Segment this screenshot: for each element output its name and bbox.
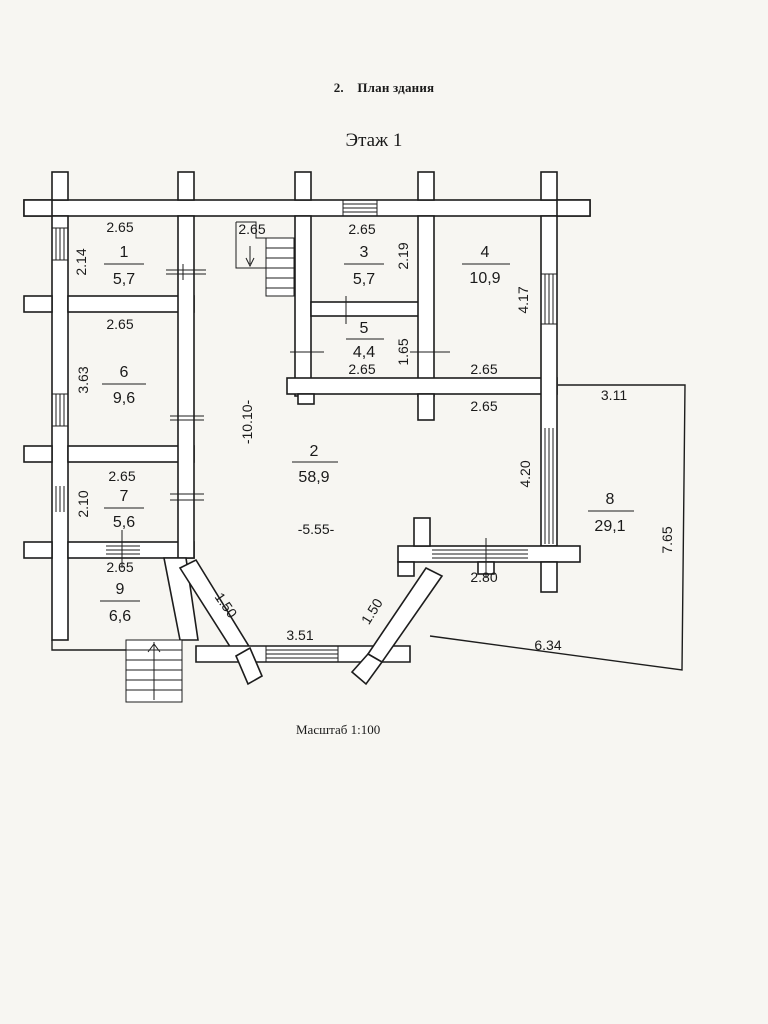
windows	[52, 200, 557, 662]
section-heading: 2. План здания	[0, 80, 768, 96]
stairs-interior	[235, 221, 295, 297]
room-7-number: 7	[120, 488, 129, 505]
room-8-label: 8 29,1	[588, 491, 634, 535]
room-7-label: 7 5,6	[104, 488, 144, 531]
dim-corridor-length: 2.80	[470, 569, 497, 585]
room-9-outline	[51, 640, 126, 651]
dim-room1-height: 2.14	[73, 248, 89, 275]
dim-corridor-width: 2.65	[470, 398, 497, 414]
dim-bay-right: 1.50	[358, 595, 386, 627]
dim-room9-width: 2.65	[106, 559, 133, 575]
dim-room6-height: 3.63	[75, 366, 91, 393]
room-2-area: 58,9	[298, 469, 329, 486]
dim-room2-length: -10.10-	[239, 399, 255, 444]
room-3-number: 3	[360, 244, 369, 261]
dim-stair-width: 2.65	[238, 221, 265, 237]
room-4-number: 4	[481, 244, 490, 261]
dim-room5-height: 1.65	[395, 338, 411, 365]
room-6-label: 6 9,6	[102, 364, 146, 407]
room-2-number: 2	[310, 443, 319, 460]
dim-room7-height: 2.10	[75, 490, 91, 517]
dim-room3-height: 2.19	[395, 242, 411, 269]
room-4-area: 10,9	[469, 270, 500, 287]
room-9-area: 6,6	[109, 608, 131, 625]
dimension-labels: 2.65 2.14 2.65 2.65 2.19 4.17 2.65 3.63 …	[73, 219, 675, 653]
scale-label: Масштаб 1:100	[296, 722, 381, 737]
stairs-entrance	[125, 639, 183, 703]
room-1-label: 1 5,7	[104, 244, 144, 288]
room-8-number: 8	[606, 491, 615, 508]
annex-outline	[429, 384, 686, 671]
dim-room4-height: 4.17	[515, 286, 531, 313]
room-5-label: 5 4,4	[346, 320, 384, 361]
dim-annex-top: 3.11	[601, 387, 627, 403]
section-number: 2.	[333, 80, 344, 95]
room-6-number: 6	[120, 364, 129, 381]
dim-room4-width: 2.65	[470, 361, 497, 377]
room-7-area: 5,6	[113, 514, 135, 531]
room-3-label: 3 5,7	[344, 244, 384, 288]
dim-room5-width: 2.65	[348, 361, 375, 377]
section-title: План здания	[357, 80, 435, 95]
dim-room1-width: 2.65	[106, 219, 133, 235]
room-9-label: 9 6,6	[100, 581, 140, 625]
dim-annex-bottom: 6.34	[534, 637, 561, 653]
room-1-area: 5,7	[113, 271, 135, 288]
room-5-area: 4,4	[353, 344, 375, 361]
dim-room2-width: -5.55-	[298, 521, 335, 537]
dim-bay-center: 3.51	[286, 627, 313, 643]
room-2-label: 2 58,9	[292, 443, 338, 486]
room-8-area: 29,1	[594, 518, 625, 535]
room-4-label: 4 10,9	[462, 244, 510, 287]
room-5-number: 5	[360, 320, 369, 337]
dim-window-height: 4.20	[517, 460, 533, 487]
floor-title: Этаж 1	[345, 130, 403, 151]
dim-room3-width: 2.65	[348, 221, 375, 237]
dim-room7-width: 2.65	[108, 468, 135, 484]
room-3-area: 5,7	[353, 271, 375, 288]
room-9-number: 9	[116, 581, 125, 598]
room-6-area: 9,6	[113, 390, 135, 407]
dim-room6-width: 2.65	[106, 316, 133, 332]
doors	[121, 264, 487, 578]
room-1-number: 1	[120, 244, 129, 261]
dim-annex-height: 7.65	[659, 526, 675, 553]
